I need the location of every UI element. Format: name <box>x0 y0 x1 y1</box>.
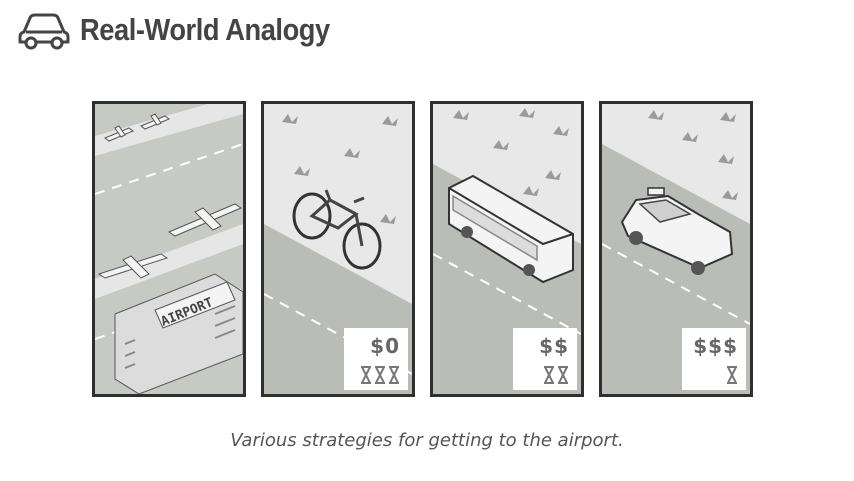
hourglass-icon <box>727 366 737 384</box>
hourglass-icon <box>558 366 568 384</box>
hourglass-icon <box>361 366 371 384</box>
cost-time-badge: $$$ <box>682 328 746 390</box>
time-indicator <box>726 366 738 384</box>
panel-airport: AIRPORT <box>92 101 246 397</box>
panel-bicycle: $0 <box>261 101 415 397</box>
hourglass-icon <box>544 366 554 384</box>
cost-label: $0 <box>370 334 400 358</box>
hourglass-icon <box>389 366 399 384</box>
page-title: Real-World Analogy <box>80 12 330 47</box>
car-icon <box>18 13 70 50</box>
section-header: Real-World Analogy <box>18 8 364 52</box>
panel-taxi: $$$ <box>599 101 753 397</box>
airport-sign: AIRPORT <box>159 295 216 329</box>
time-indicator <box>360 366 400 384</box>
cost-time-badge: $0 <box>344 328 408 390</box>
cost-time-badge: $$ <box>513 328 577 390</box>
airport-illustration <box>95 104 243 394</box>
cost-label: $$$ <box>693 334 738 358</box>
hourglass-icon <box>375 366 385 384</box>
cost-label: $$ <box>539 334 569 358</box>
time-indicator <box>543 366 569 384</box>
figure-caption: Various strategies for getting to the ai… <box>230 430 624 451</box>
panel-bus: $$ <box>430 101 584 397</box>
